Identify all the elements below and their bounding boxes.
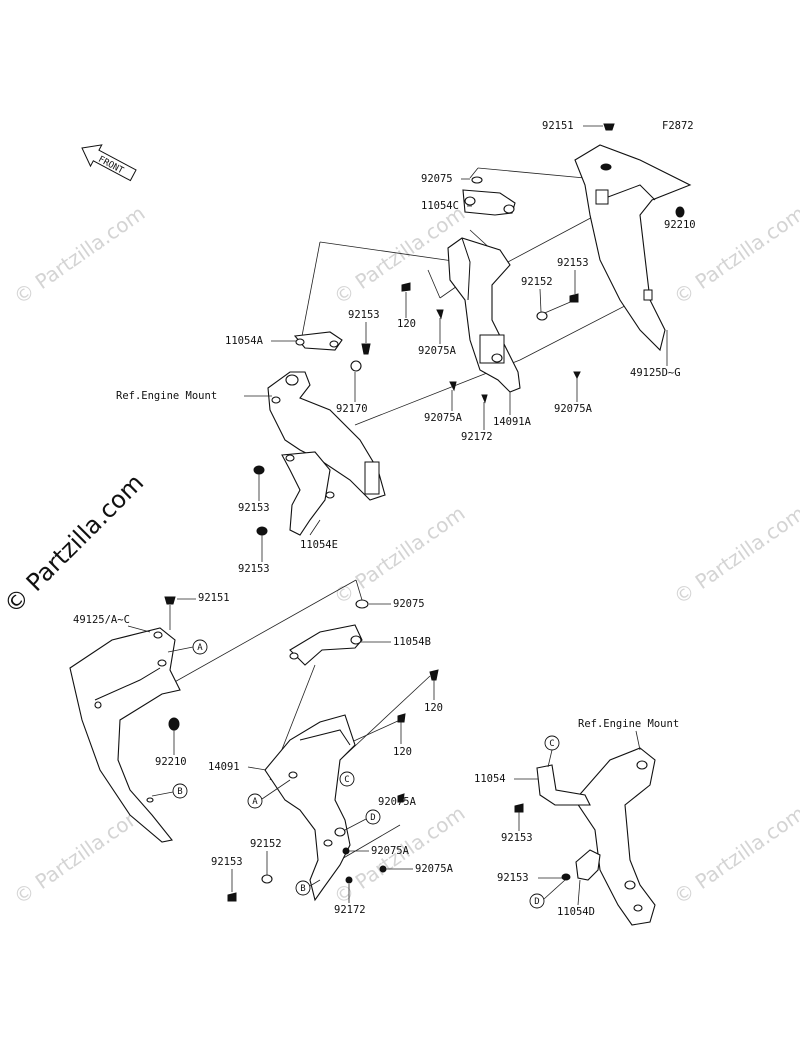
callout-C-2: C	[544, 735, 560, 768]
label-11054E: 11054E	[300, 539, 338, 551]
label-49125AC: 49125/A~C	[73, 614, 130, 626]
label-11054B: 11054B	[393, 636, 431, 648]
label-92075A-lower-b: 92075A	[371, 845, 410, 857]
label-92210-lower: 92210	[155, 756, 187, 768]
label-ref-engine-mount-lower: Ref.Engine Mount	[578, 718, 679, 730]
label-92151-lower: 92151	[198, 592, 230, 604]
lower-assembly: A B C A D B C	[69, 579, 679, 926]
label-92153-upper-a: 92153	[557, 257, 589, 269]
label-120-upper: 120	[397, 318, 416, 330]
watermark-text: © Partzilla.com	[9, 801, 149, 909]
svg-text:D: D	[534, 897, 539, 907]
watermark-text: © Partzilla.com	[669, 801, 800, 909]
callout-D-1: D	[344, 809, 381, 831]
watermark-text: © Partzilla.com	[329, 501, 469, 609]
svg-text:D: D	[370, 813, 375, 823]
label-92152-lower: 92152	[250, 838, 282, 850]
svg-text:A: A	[252, 797, 258, 807]
label-92152-upper: 92152	[521, 276, 553, 288]
label-120-lower-a: 120	[424, 702, 443, 714]
svg-text:C: C	[549, 739, 554, 749]
label-92210-upper: 92210	[664, 219, 696, 231]
callout-A-2: A	[247, 779, 291, 809]
figure-code: F2872	[662, 120, 694, 132]
label-11054D: 11054D	[557, 906, 595, 918]
svg-text:B: B	[300, 884, 305, 894]
svg-text:C: C	[344, 775, 349, 785]
label-11054A: 11054A	[225, 335, 264, 347]
label-92075A-upper-a: 92075A	[418, 345, 457, 357]
callout-B-2: B	[295, 879, 321, 896]
label-92075-upper: 92075	[421, 173, 453, 185]
front-arrow-icon: FRONT	[81, 144, 137, 182]
label-92075A-lower-a: 92075A	[378, 796, 417, 808]
label-11054C: 11054C	[421, 200, 459, 212]
label-92153-lower-b: 92153	[501, 832, 533, 844]
label-14091A: 14091A	[493, 416, 532, 428]
upper-assembly: 92151 92075 11054C 92210 92153 92152 120…	[116, 120, 696, 575]
callout-C-1: C	[339, 771, 355, 787]
label-120-lower-b: 120	[393, 746, 412, 758]
watermark-main: © Partzilla.com	[0, 468, 149, 619]
callout-A-1: A	[167, 639, 208, 655]
label-14091: 14091	[208, 761, 240, 773]
label-92075A-upper-c: 92075A	[554, 403, 593, 415]
label-92075A-upper-b: 92075A	[424, 412, 463, 424]
label-92151-upper: 92151	[542, 120, 574, 132]
label-11054: 11054	[474, 773, 506, 785]
label-92153-lower-c: 92153	[497, 872, 529, 884]
label-92153-upper-b: 92153	[348, 309, 380, 321]
label-92153-lower: 92153	[211, 856, 243, 868]
label-ref-engine-mount-upper: Ref.Engine Mount	[116, 390, 217, 402]
svg-text:B: B	[177, 787, 182, 797]
label-49125DG: 49125D~G	[630, 367, 681, 379]
label-92172-lower: 92172	[334, 904, 366, 916]
label-92170: 92170	[336, 403, 368, 415]
label-92153-upper-c: 92153	[238, 502, 270, 514]
svg-text:A: A	[197, 643, 203, 653]
label-92153-upper-d: 92153	[238, 563, 270, 575]
label-92172-upper: 92172	[461, 431, 493, 443]
watermark-text: © Partzilla.com	[9, 201, 149, 309]
callout-D-2: D	[529, 879, 566, 909]
label-92075A-lower-c: 92075A	[415, 863, 454, 875]
watermark-text: © Partzilla.com	[669, 201, 800, 309]
watermark-text: © Partzilla.com	[669, 501, 800, 609]
callout-B-1: B	[151, 783, 188, 799]
label-92075-lower: 92075	[393, 598, 425, 610]
